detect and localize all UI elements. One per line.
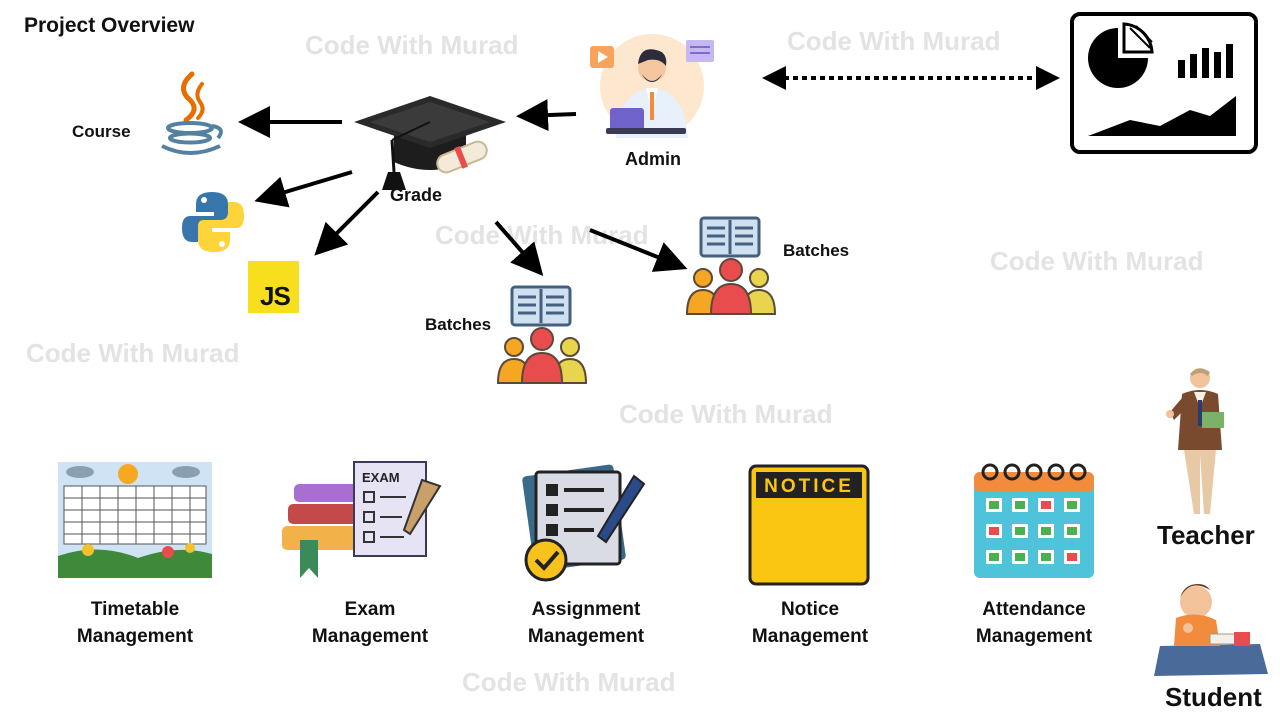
notice-management-label: Notice Management [710,596,910,650]
java-icon [161,71,223,155]
admin-illustration-icon [590,34,714,138]
arrow-grade-to-batches-b [589,228,688,272]
student-illustration-icon [1154,584,1268,676]
notice-board-text: NOTICE [764,476,854,497]
assignment-label-line1: Assignment [531,599,641,620]
attendance-management-label: Attendance Management [934,596,1134,650]
notice-label-line2: Management [751,626,869,647]
exam-paper-text: EXAM [362,470,400,485]
grade-label: Grade [390,185,443,205]
admin-label: Admin [625,149,681,169]
dashboard-icon [1070,12,1258,154]
attendance-calendar-icon [974,463,1094,578]
course-label: Course [72,122,131,141]
timetable-management-label: Timetable Management [35,596,235,650]
watermark-1: Code With Murad [305,30,519,60]
teacher-label: Teacher [1157,520,1255,550]
notice-board-icon: NOTICE [748,464,870,586]
batches-group-icon-b [685,216,777,315]
python-icon [182,192,244,252]
notice-label-line1: Notice [780,599,840,620]
attendance-label-line2: Management [975,626,1093,647]
timetable-label-line2: Management [76,626,194,647]
javascript-icon: JS [248,261,299,313]
exam-label-line2: Management [311,626,429,647]
batches-label-b: Batches [783,241,850,260]
js-logo-text: JS [260,281,291,311]
teacher-illustration-icon [1166,368,1224,514]
watermark-6: Code With Murad [619,399,833,429]
watermark-5: Code With Murad [26,338,240,368]
assignment-label-line2: Management [527,626,645,647]
watermark-4: Code With Murad [990,246,1204,276]
arrow-grade-to-js [314,190,380,256]
assignment-management-label: Assignment Management [486,596,686,650]
watermark-2: Code With Murad [787,26,1001,56]
timetable-label-line1: Timetable [90,599,180,620]
batches-label-a: Batches [425,315,492,334]
arrow-grade-to-python [254,170,353,208]
batches-group-icon-a [496,285,588,384]
student-label: Student [1165,682,1262,712]
page-title: Project Overview [24,14,195,37]
attendance-label-line1: Attendance [982,599,1086,620]
assignment-illustration-icon [522,464,646,582]
exam-label-line1: Exam [344,599,396,620]
timetable-illustration-icon [58,462,212,578]
exam-illustration-icon: EXAM [282,461,442,578]
arrow-grade-to-batches-a [494,220,544,277]
watermark-7: Code With Murad [462,667,676,697]
arrow-admin-to-grade [516,99,577,132]
graduation-cap-icon [354,96,506,190]
exam-management-label: Exam Management [270,596,470,650]
